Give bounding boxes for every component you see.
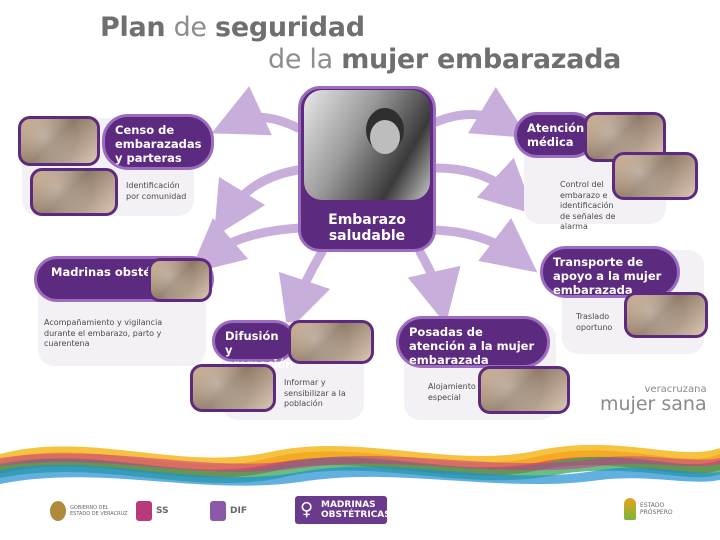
node-censo-desc: Identificación por comunidad: [126, 181, 187, 201]
node-transporte-title: Transporte de apoyo a la mujer embarazad…: [540, 246, 680, 298]
title-line-2: de la mujer embarazada: [268, 44, 621, 75]
logo-madrinas-line2: OBSTÉTRICAS: [321, 510, 391, 520]
title-word-mujer-embarazada: mujer embarazada: [341, 44, 622, 75]
title-word-plan: Plan: [100, 12, 166, 43]
arrow-to-madrinas: [189, 217, 305, 274]
node-difusion-desc: Informar y sensibilizar a la población: [284, 378, 346, 408]
photo-center-pregnant-woman-child: [304, 90, 430, 200]
node-transporte-desc: Traslado oportuno: [576, 312, 613, 332]
brand-big-text: mujer sana: [600, 393, 707, 415]
center-node-label: Embarazo saludable: [328, 212, 406, 244]
dif-icon: [210, 501, 226, 521]
arrow-to-control: [431, 157, 535, 215]
gobierno-seal-icon: [50, 501, 66, 521]
arrow-to-transporte: [429, 218, 538, 273]
photo-difusion-platica: [190, 364, 276, 412]
photo-censo-group: [18, 116, 100, 166]
logo-madrinas-line1: MADRINAS: [321, 500, 376, 510]
logo-ss-text: SS: [156, 506, 169, 516]
arrow-to-atencion: [431, 86, 529, 138]
brand-logo: veracruzana mujer sana: [600, 384, 707, 415]
node-posadas-desc: Alojamiento especial: [428, 382, 476, 402]
logo-estado-prospero: ESTADO PRÓSPERO: [624, 498, 680, 520]
node-censo-title: Censo de embarazadas y parteras: [102, 114, 214, 170]
madrinas-mother-icon: ♀: [300, 499, 314, 520]
title-word-dela: de la: [268, 44, 333, 75]
title-word-seguridad: seguridad: [215, 12, 365, 43]
photo-madrinas: [148, 258, 212, 302]
photo-censo-identificacion: [30, 168, 118, 216]
arrow-to-posadas: [407, 247, 461, 325]
logo-gobierno-text: GOBIERNO DEL ESTADO DE VERACRUZ: [70, 505, 128, 517]
node-madrinas-desc: Acompañamiento y vigilancia durante el e…: [44, 318, 163, 348]
estado-flame-icon: [624, 498, 636, 520]
title-line-1: Plan de seguridad: [100, 12, 365, 43]
logo-dif: DIF: [210, 496, 247, 526]
logo-gobierno: GOBIERNO DEL ESTADO DE VERACRUZ: [50, 496, 130, 526]
logo-madrinas-obstetricas: ♀ MADRINAS OBSTÉTRICAS: [295, 496, 391, 524]
logo-dif-text: DIF: [230, 506, 247, 516]
photo-atencion-medico: [612, 152, 698, 200]
title-word-de: de: [173, 12, 207, 43]
photo-transporte-ambulancia: [624, 292, 708, 338]
logo-estado-text: ESTADO PRÓSPERO: [640, 502, 673, 516]
photo-posadas-casa: [478, 366, 570, 414]
node-atencion-desc: Control del embarazo e identificación de…: [560, 180, 616, 231]
arrow-to-identificacion: [213, 165, 303, 238]
node-difusion-title: Difusión y promoción: [212, 320, 296, 371]
logo-ss: SS: [136, 496, 169, 526]
photo-difusion-banner: [288, 320, 374, 364]
ss-icon: [136, 501, 152, 521]
decorative-color-wave: [0, 444, 720, 486]
brand-small-text: veracruzana: [644, 384, 707, 395]
arrow-to-censo: [211, 86, 303, 136]
arrow-to-difusion: [278, 247, 331, 332]
node-posadas-title: Posadas de atención a la mujer embarazad…: [396, 316, 550, 368]
